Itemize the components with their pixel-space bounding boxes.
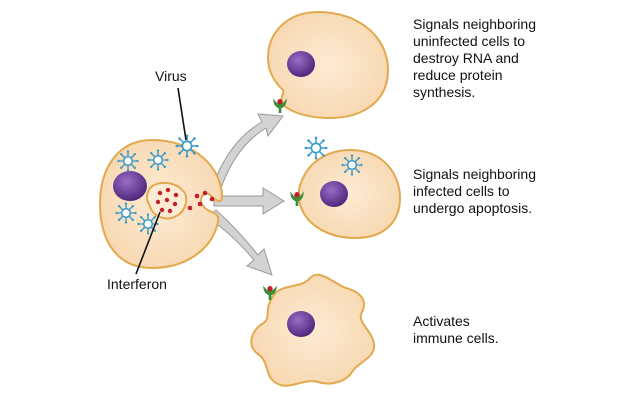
nucleus-icon: [287, 311, 315, 337]
infected-source-cell: [98, 133, 224, 270]
virus-label: Virus: [155, 68, 187, 84]
virus-icon: [116, 149, 140, 173]
virus-icon: [114, 201, 138, 225]
nucleus-icon: [287, 51, 315, 77]
virus-leader-line: [177, 87, 187, 141]
interferon-leader-line: [135, 211, 161, 275]
virus-icon: [146, 148, 170, 172]
description-immune: Activates immune cells.: [413, 313, 499, 346]
released-interferon: [187, 190, 215, 211]
infected-neighbor-cell: [290, 148, 402, 240]
interferon-vesicle: [146, 182, 188, 220]
interferon-label: Interferon: [107, 276, 167, 292]
immune-cell: [250, 273, 376, 387]
virus-icon: [340, 153, 364, 177]
virus-icon: [174, 133, 200, 159]
description-uninfected: Signals neighboring uninfected cells to …: [413, 16, 536, 100]
description-infected: Signals neighboring infected cells to un…: [413, 166, 536, 216]
nucleus-icon: [113, 171, 147, 201]
nucleus-icon: [320, 181, 348, 207]
arrow-middle: [213, 187, 285, 215]
arrow-down: [207, 209, 273, 276]
arrow-up: [212, 113, 284, 189]
uninfected-cell: [266, 10, 390, 120]
virus-icon: [303, 135, 329, 161]
